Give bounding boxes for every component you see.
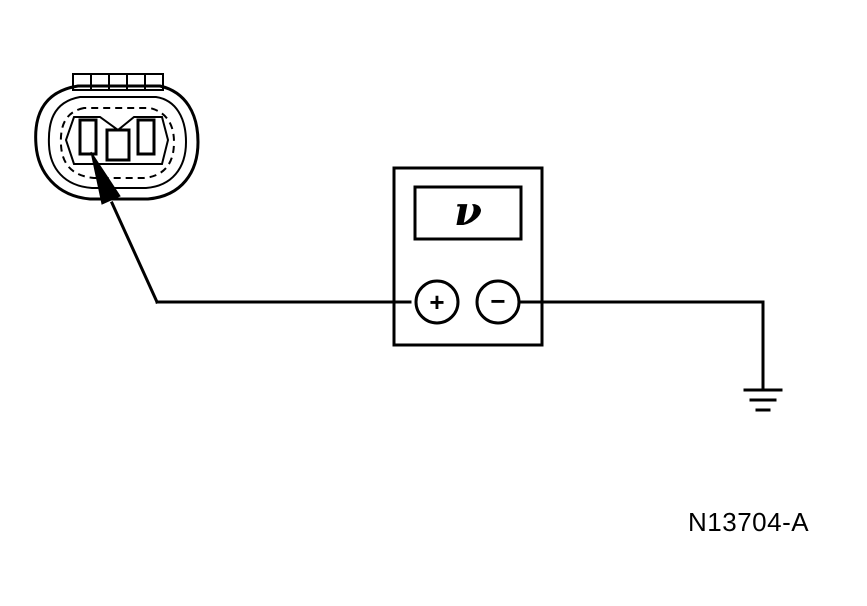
meter-display: [413, 185, 523, 241]
connector-terminal-2: [105, 128, 131, 162]
connector-housing: [34, 84, 200, 201]
connector-terminal-1: [78, 118, 98, 156]
meter-body: [392, 166, 544, 347]
positive-terminal-label: +: [429, 287, 444, 317]
meter-display-symbol: ν: [454, 188, 482, 235]
electrical-connector: [34, 73, 200, 201]
positive-test-lead: [90, 151, 412, 304]
connector-latch: [72, 73, 164, 91]
probe-tip-arrow: [90, 151, 121, 205]
figure-id-label: N13704-A: [688, 507, 810, 537]
connector-terminal-3: [136, 118, 156, 156]
negative-test-lead: [517, 300, 765, 390]
connector-seal: [59, 107, 176, 179]
positive-terminal: [414, 279, 460, 325]
voltmeter: ν + −: [392, 166, 544, 347]
negative-terminal-label: −: [490, 286, 505, 316]
ground-symbol: [743, 388, 783, 412]
